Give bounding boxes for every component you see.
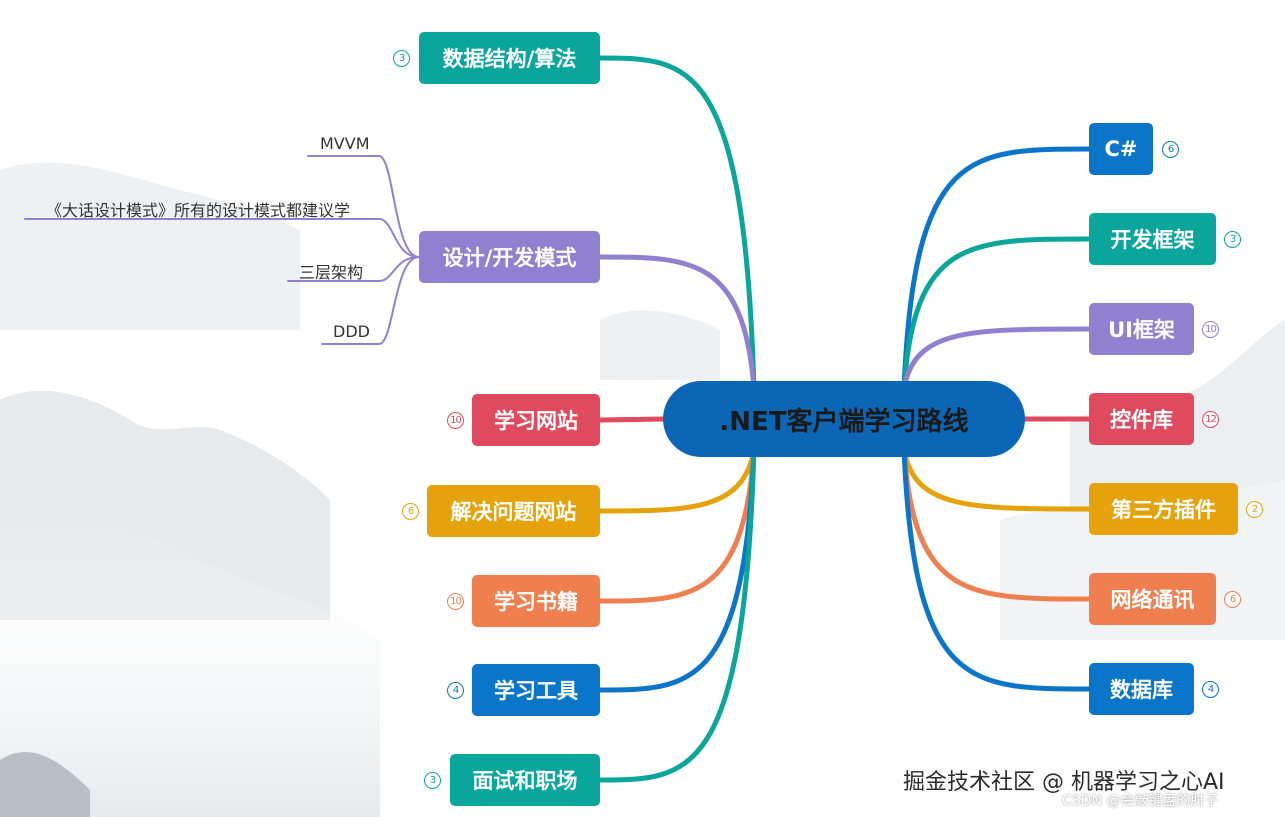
- topic-tools[interactable]: 学习工具: [472, 664, 600, 716]
- topic-ds[interactable]: 数据结构/算法: [419, 32, 600, 84]
- connector-fw: [901, 236, 1092, 392]
- topic-fw[interactable]: 开发框架: [1089, 213, 1216, 265]
- collapsed-count-badge[interactable]: 12: [1202, 410, 1219, 428]
- topic-label: 数据结构/算法: [442, 47, 577, 71]
- connector-net: [901, 446, 1092, 602]
- leaf-design-patterns-book[interactable]: 《大话设计模式》所有的设计模式都建议学: [46, 201, 351, 220]
- topic-csharp[interactable]: C#: [1089, 123, 1153, 175]
- collapsed-count-badge[interactable]: 2: [1246, 500, 1263, 518]
- topic-db[interactable]: 数据库: [1089, 663, 1194, 715]
- topic-label: 控件库: [1110, 408, 1173, 432]
- collapsed-count-badge[interactable]: 3: [393, 49, 410, 67]
- connector-solve: [597, 446, 757, 514]
- topic-label: 学习网站: [494, 409, 578, 433]
- topic-books[interactable]: 学习书籍: [472, 575, 600, 627]
- topic-label: 学习工具: [494, 679, 578, 703]
- connector-csharp: [901, 146, 1092, 392]
- topic-label: 学习书籍: [494, 590, 578, 614]
- connector-db: [901, 446, 1092, 692]
- topic-label: C#: [1104, 137, 1138, 161]
- collapsed-count-badge[interactable]: 3: [1224, 230, 1241, 248]
- connector-plugin: [901, 446, 1092, 512]
- connector-books: [597, 446, 757, 604]
- collapsed-count-badge[interactable]: 6: [402, 502, 419, 520]
- topic-net[interactable]: 网络通讯: [1089, 573, 1216, 625]
- connector-career: [597, 446, 757, 783]
- topic-ctrl[interactable]: 控件库: [1089, 393, 1194, 445]
- collapsed-count-badge[interactable]: 3: [424, 771, 441, 789]
- topic-label: UI框架: [1108, 318, 1175, 342]
- leaf-connector-3: [321, 256, 420, 345]
- connector-ui: [901, 326, 1092, 392]
- leaf-ddd[interactable]: DDD: [333, 322, 370, 341]
- connector-ds: [597, 55, 757, 392]
- topic-label: 网络通讯: [1110, 588, 1195, 612]
- topic-label: 数据库: [1110, 678, 1173, 702]
- topic-label: 设计/开发模式: [442, 246, 577, 270]
- connector-tools: [597, 446, 757, 693]
- topic-label: 第三方插件: [1111, 498, 1216, 522]
- collapsed-count-badge[interactable]: 10: [447, 411, 464, 429]
- watermark-csdn: CSDN @会敲键盘的肘子: [1062, 793, 1219, 809]
- collapsed-count-badge[interactable]: 6: [1162, 140, 1179, 158]
- central-topic-label: .NET客户端学习路线: [719, 406, 969, 437]
- collapsed-count-badge[interactable]: 4: [447, 681, 464, 699]
- topic-ui[interactable]: UI框架: [1089, 303, 1194, 355]
- connector-site: [597, 416, 667, 423]
- connector-design: [597, 254, 757, 392]
- collapsed-count-badge[interactable]: 6: [1224, 590, 1241, 608]
- topic-label: 解决问题网站: [450, 500, 577, 524]
- leaf-connector-0: [307, 155, 420, 258]
- leaf-connector-1: [24, 218, 420, 258]
- leaf-connector-2: [287, 256, 420, 282]
- topic-site[interactable]: 学习网站: [472, 394, 600, 446]
- topic-solve[interactable]: 解决问题网站: [427, 485, 600, 537]
- collapsed-count-badge[interactable]: 10: [1202, 320, 1219, 338]
- topic-label: 面试和职场: [472, 769, 578, 793]
- topic-career[interactable]: 面试和职场: [450, 754, 600, 806]
- leaf-three-tier[interactable]: 三层架构: [299, 263, 364, 282]
- topic-label: 开发框架: [1110, 228, 1195, 252]
- watermark-juejin: 掘金技术社区 @ 机器学习之心AI: [903, 770, 1225, 795]
- topic-design[interactable]: 设计/开发模式: [419, 231, 600, 283]
- topic-plugin[interactable]: 第三方插件: [1089, 483, 1238, 535]
- leaf-mvvm[interactable]: MVVM: [320, 134, 370, 153]
- collapsed-count-badge[interactable]: 10: [447, 592, 464, 610]
- collapsed-count-badge[interactable]: 4: [1202, 680, 1219, 698]
- central-topic[interactable]: .NET客户端学习路线: [663, 381, 1025, 457]
